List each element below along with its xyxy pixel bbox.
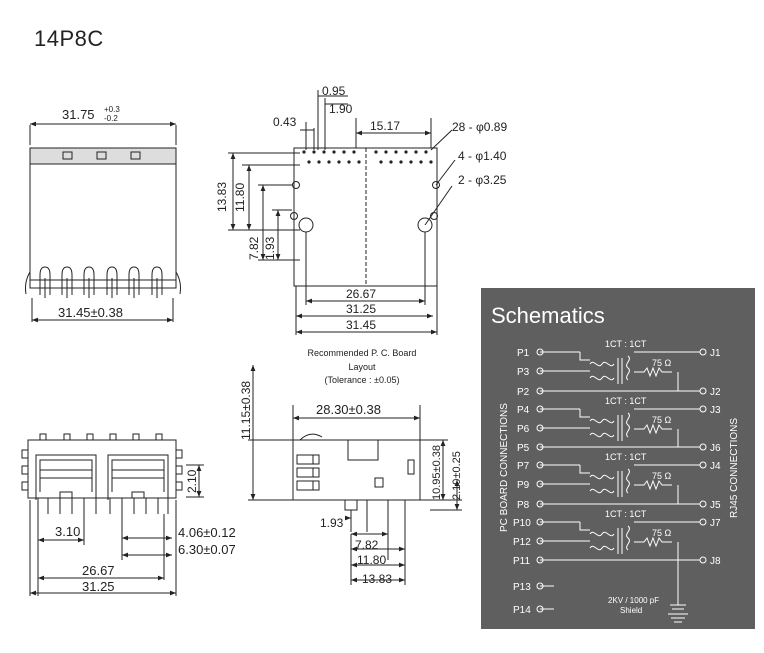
dim-15-17: 15.17	[370, 119, 400, 133]
schematic-panel: Schematics PC BOARD CONNECTIONS RJ45 CON…	[481, 288, 755, 629]
bottom-6-30: 6.30±0.07	[178, 542, 236, 557]
bottom-3-10: 3.10	[55, 524, 80, 539]
schematic-channels	[540, 351, 700, 623]
pin-label: P13	[513, 582, 531, 593]
side-height: 11.15±0.38	[239, 381, 253, 440]
pin-label: P9	[517, 480, 530, 491]
schematic-title: Schematics	[491, 303, 605, 328]
pin-label: P2	[517, 387, 530, 398]
pin-label: P4	[517, 405, 530, 416]
dim-0-43: 0.43	[273, 115, 297, 129]
front-width-label: 31.75	[62, 107, 95, 122]
front-view	[25, 121, 181, 323]
resistor-label: 75 Ω	[652, 415, 672, 425]
capacitor-label: 2KV / 1000 pF	[608, 596, 659, 605]
side-leds	[296, 454, 320, 491]
pin-label: P6	[517, 424, 530, 435]
holes-28-label: 28 - φ0.89	[452, 120, 507, 134]
right-pin-labels: J1 J2 J3 J6 J4 J5 J7 J8	[710, 348, 721, 567]
dim-1-93-v: 1.93	[263, 236, 277, 260]
dim-1-90: 1.90	[329, 102, 353, 116]
bottom-4-06: 4.06±0.12	[178, 525, 236, 540]
ratio-label: 1CT : 1CT	[605, 509, 647, 519]
jack-label: J8	[710, 556, 721, 567]
diagram-title: 14P8C	[34, 26, 104, 51]
pin-label: P7	[517, 461, 530, 472]
rj45-connections-label: RJ45 CONNECTIONS	[729, 418, 740, 518]
resistor-label: 75 Ω	[652, 528, 672, 538]
side-b-193: 1.93	[320, 516, 344, 530]
ratio-labels: 1CT : 1CT 1CT : 1CT 1CT : 1CT 1CT : 1CT	[605, 339, 647, 519]
pin-dots	[536, 348, 707, 613]
jack-label: J6	[710, 443, 721, 454]
pin-label: P5	[517, 443, 530, 454]
bottom-view	[21, 433, 204, 596]
left-pin-labels: P1 P3 P2 P4 P6 P5 P7 P9 P8 P10 P12 P11 P…	[513, 348, 531, 616]
pin-label: P11	[513, 556, 530, 567]
ratio-label: 1CT : 1CT	[605, 339, 647, 349]
pin-label: P10	[513, 518, 531, 529]
bottom-top-tabs	[39, 433, 163, 441]
note-line3: (Tolerance : ±0.05)	[325, 375, 400, 385]
holes-2-label: 2 - φ3.25	[458, 173, 507, 187]
channel-2	[540, 408, 700, 448]
side-view	[248, 365, 462, 585]
bottom-pins	[37, 498, 169, 514]
bottom-31-25: 31.25	[82, 579, 115, 594]
side-b-782: 7.82	[355, 538, 379, 552]
channel-1	[540, 351, 700, 392]
bottom-26-67: 26.67	[82, 563, 115, 578]
side-depth: 28.30±0.38	[316, 402, 381, 417]
resistor-labels: 75 Ω 75 Ω 75 Ω 75 Ω	[652, 358, 672, 538]
dim-11-80-v: 11.80	[233, 183, 247, 212]
pcb-connections-label: PC BOARD CONNECTIONS	[499, 403, 510, 532]
dim-7-82-v: 7.82	[247, 236, 261, 260]
dim-31-45: 31.45	[346, 318, 376, 332]
front-tol-minus: -0.2	[104, 114, 118, 123]
front-tol-plus: +0.3	[104, 105, 120, 114]
jack-label: J7	[710, 518, 721, 529]
resistor-label: 75 Ω	[652, 471, 672, 481]
dim-0-95: 0.95	[322, 84, 346, 98]
side-h-1095: 10.95±0.38	[431, 445, 443, 500]
resistor-label: 75 Ω	[652, 358, 672, 368]
pin-holes	[302, 150, 433, 164]
jack-label: J1	[710, 348, 721, 359]
dim-26-67: 26.67	[346, 287, 376, 301]
front-pins	[39, 266, 163, 298]
ground-symbol	[668, 604, 688, 623]
jack-label: J2	[710, 387, 721, 398]
dim-31-25: 31.25	[346, 302, 376, 316]
side-b-1180: 11.80	[357, 553, 386, 567]
pin-label: P1	[517, 348, 530, 359]
side-h-210: 2.10±0.25	[451, 451, 463, 500]
note-line2: Layout	[348, 362, 376, 372]
jack-label: J4	[710, 461, 721, 472]
bottom-2-10: 2.10	[185, 469, 199, 493]
jack-label: J3	[710, 405, 721, 416]
jack-label: J5	[710, 500, 721, 511]
pin-label: P3	[517, 367, 530, 378]
pin-label: P8	[517, 500, 530, 511]
channel-4	[540, 521, 700, 561]
ratio-label: 1CT : 1CT	[605, 396, 647, 406]
channel-3	[540, 464, 700, 505]
front-bottom-width: 31.45±0.38	[58, 305, 123, 320]
dim-13-83-v: 13.83	[215, 182, 229, 212]
ratio-label: 1CT : 1CT	[605, 452, 647, 462]
shield-label: Shield	[620, 606, 642, 615]
pcb-layout-view	[228, 90, 456, 335]
pin-label: P12	[513, 537, 531, 548]
holes-4-label: 4 - φ1.40	[458, 149, 507, 163]
note-line1: Recommended P. C. Board	[308, 348, 417, 358]
side-b-1383: 13.83	[362, 572, 392, 586]
pin-label: P14	[513, 605, 531, 616]
